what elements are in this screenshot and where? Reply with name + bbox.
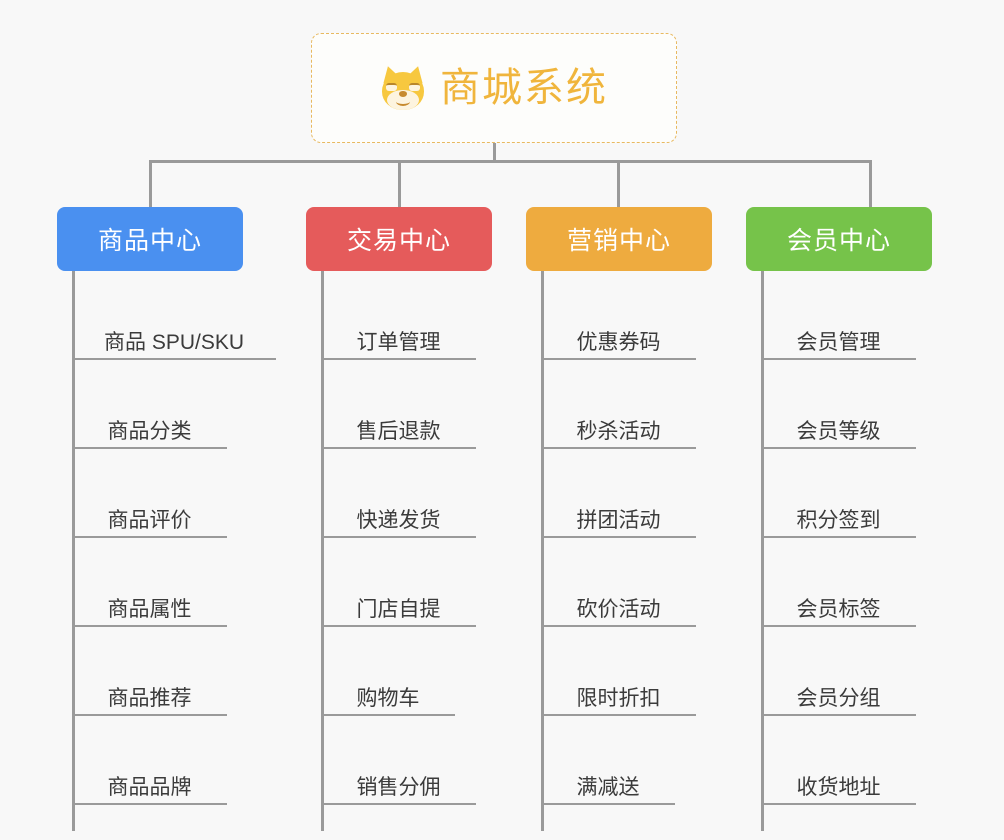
leaf-label: 销售分佣 [356, 775, 441, 799]
branch-trunk [541, 271, 544, 831]
category-label: 营销中心 [566, 227, 671, 255]
leaf-label: 拼团活动 [576, 508, 661, 532]
leaf-item[interactable]: 商品品牌 [72, 716, 227, 805]
leaf-item[interactable]: 积分签到 [761, 449, 916, 538]
leaf-label: 优惠券码 [576, 330, 661, 354]
leaf-label: 会员管理 [796, 330, 881, 354]
leaf-label: 限时折扣 [576, 686, 661, 710]
connector-drop-4 [869, 160, 872, 208]
category-box-4[interactable]: 会员中心 [746, 207, 932, 271]
leaf-item[interactable]: 会员标签 [761, 538, 916, 627]
leaf-label: 商品属性 [107, 597, 192, 621]
leaf-item[interactable]: 会员等级 [761, 360, 916, 449]
leaf-item[interactable]: 商品分类 [72, 360, 227, 449]
leaf-item[interactable]: 砍价活动 [541, 538, 696, 627]
leaf-label: 商品品牌 [107, 775, 192, 799]
connector-root-stem [493, 143, 496, 163]
leaf-item[interactable]: 商品 SPU/SKU [72, 271, 276, 360]
leaf-label: 快递发货 [356, 508, 441, 532]
leaf-label: 会员等级 [796, 419, 881, 443]
connector-drop-3 [617, 160, 620, 208]
category-box-2[interactable]: 交易中心 [306, 207, 492, 271]
root-node[interactable]: 商城系统 [311, 33, 677, 143]
leaf-item[interactable]: 秒杀活动 [541, 360, 696, 449]
leaf-label: 购物车 [356, 686, 420, 710]
dog-face-icon [379, 63, 427, 112]
leaf-item[interactable]: 商品属性 [72, 538, 227, 627]
category-box-3[interactable]: 营销中心 [526, 207, 712, 271]
leaf-item[interactable]: 优惠券码 [541, 271, 696, 360]
leaf-label: 积分签到 [796, 508, 881, 532]
category-label: 会员中心 [786, 227, 891, 255]
connector-drop-2 [398, 160, 401, 208]
branch-trunk [761, 271, 764, 831]
leaf-label: 售后退款 [356, 419, 441, 443]
leaf-item[interactable]: 商品推荐 [72, 627, 227, 716]
leaf-item[interactable]: 售后退款 [321, 360, 476, 449]
leaf-label: 满减送 [576, 775, 640, 799]
connector-drop-1 [149, 160, 152, 208]
leaf-label: 秒杀活动 [576, 419, 661, 443]
leaf-label: 商品分类 [107, 419, 192, 443]
leaf-label: 订单管理 [356, 330, 441, 354]
root-title: 商城系统 [440, 66, 608, 110]
leaf-label: 门店自提 [356, 597, 441, 621]
leaf-label: 商品 SPU/SKU [103, 330, 245, 354]
leaf-item[interactable]: 销售分佣 [321, 716, 476, 805]
leaf-label: 会员标签 [796, 597, 881, 621]
branch-trunk [321, 271, 324, 831]
leaf-item[interactable]: 商品评价 [72, 449, 227, 538]
leaf-label: 商品推荐 [107, 686, 192, 710]
leaf-item[interactable]: 收货地址 [761, 716, 916, 805]
leaf-label: 砍价活动 [576, 597, 661, 621]
category-label: 商品中心 [97, 227, 202, 255]
connector-horizontal-bus [149, 160, 872, 163]
leaf-item[interactable]: 拼团活动 [541, 449, 696, 538]
leaf-item[interactable]: 购物车 [321, 627, 455, 716]
leaf-item[interactable]: 会员分组 [761, 627, 916, 716]
leaf-label: 商品评价 [107, 508, 192, 532]
leaf-item[interactable]: 订单管理 [321, 271, 476, 360]
leaf-item[interactable]: 满减送 [541, 716, 675, 805]
leaf-item[interactable]: 会员管理 [761, 271, 916, 360]
leaf-label: 会员分组 [796, 686, 881, 710]
leaf-item[interactable]: 门店自提 [321, 538, 476, 627]
leaf-item[interactable]: 快递发货 [321, 449, 476, 538]
branch-trunk [72, 271, 75, 831]
category-label: 交易中心 [346, 227, 451, 255]
leaf-item[interactable]: 限时折扣 [541, 627, 696, 716]
leaf-label: 收货地址 [796, 775, 881, 799]
category-box-1[interactable]: 商品中心 [57, 207, 243, 271]
